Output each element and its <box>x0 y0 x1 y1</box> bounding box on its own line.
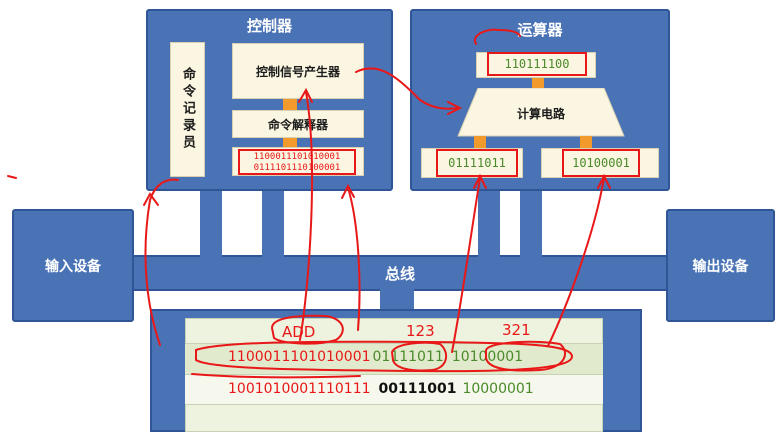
signal-connector <box>283 99 297 110</box>
add-circle <box>270 314 344 345</box>
mem1-operand-b: 10100001 <box>451 349 524 365</box>
output-device-label: 输出设备 <box>692 258 749 275</box>
mem2-instruction: 1001010001110111 <box>228 381 371 397</box>
annotation-321: 321 <box>502 321 531 339</box>
instruction-box <box>232 147 364 176</box>
bus: 总线 <box>130 255 670 291</box>
result-connector <box>532 78 544 88</box>
instruction-value: 1100011101010001 0111101110100001 <box>238 149 356 175</box>
mem2-operand-a: 00111001 <box>378 381 457 397</box>
top-hook <box>473 28 521 45</box>
alu-stem-right <box>520 186 542 258</box>
memory-row-2-text: 1001010001110111 00111001 10000001 <box>228 381 534 397</box>
operand-b-circle <box>485 340 566 372</box>
calc-circuit: 计算电路 <box>457 88 625 137</box>
memory-row-highlight <box>195 340 573 373</box>
mem1-operand-a: 01111011 <box>372 349 444 365</box>
arrow-to-signal <box>299 91 314 341</box>
arrow-to-operand-b <box>547 177 605 347</box>
operand-a: 01111011 <box>436 149 518 177</box>
memory-row-2 <box>185 375 603 405</box>
memory-stem <box>380 288 414 312</box>
operand-b: 10100001 <box>562 149 640 177</box>
arrow-to-operand-b-head <box>597 173 611 189</box>
alu-result-box <box>476 52 596 78</box>
arrow-signal-to-alu-head <box>447 101 463 115</box>
output-device: 输出设备 <box>666 209 775 322</box>
operand-a-box <box>421 148 523 178</box>
arrow-to-register-head <box>143 192 159 206</box>
arrow-signal-to-alu <box>355 67 459 110</box>
bus-label: 总线 <box>384 265 415 283</box>
operand-a-circle <box>390 341 448 372</box>
calc-circuit-label: 计算电路 <box>517 106 566 121</box>
arrow-to-operand-a <box>451 177 481 353</box>
arrow-to-register <box>144 178 179 346</box>
mem2-operand-b: 10000001 <box>462 381 534 397</box>
operand-b-connector <box>580 136 592 149</box>
controller-stem-right <box>262 186 284 258</box>
alu-result: 110111100 <box>487 52 587 76</box>
instruction-register: 命令记录员 <box>170 42 205 177</box>
alu-stem-left <box>478 186 500 258</box>
decoder-connector <box>283 138 297 147</box>
underline-stroke <box>191 373 361 379</box>
annotation-123: 123 <box>406 322 435 340</box>
operand-a-connector <box>474 136 486 149</box>
input-device: 输入设备 <box>12 209 134 322</box>
alu-title: 运算器 <box>517 21 563 39</box>
arrow-to-signal-head <box>298 87 313 103</box>
control-signal-generator: 控制信号产生器 <box>232 43 364 99</box>
arrow-to-decoder <box>347 187 361 331</box>
annotation-add: ADD <box>282 323 315 341</box>
mem1-instruction: 1100011101010001 <box>228 349 371 365</box>
arrow-to-operand-a-head <box>473 173 487 189</box>
input-device-label: 输入设备 <box>45 258 101 275</box>
arrow-to-decoder-head <box>341 183 355 199</box>
controller-stem-left <box>200 186 222 258</box>
left-tick <box>7 175 17 179</box>
controller-title: 控制器 <box>246 17 292 35</box>
instruction-decoder: 命令解释器 <box>232 110 364 138</box>
